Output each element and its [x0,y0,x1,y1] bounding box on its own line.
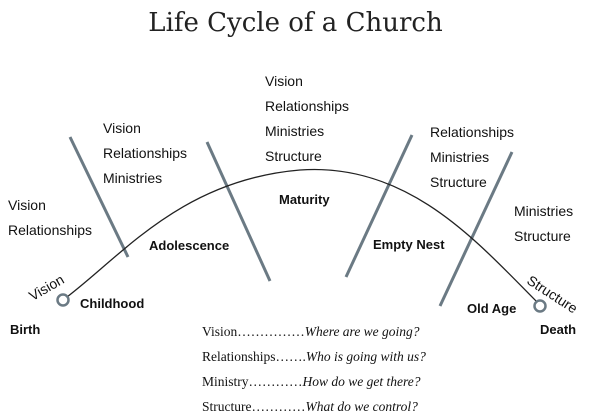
maturity-factor-list: Vision Relationships Ministries Structur… [265,69,349,169]
factor-item: Ministries [265,123,325,139]
legend-question: How do we get there? [302,374,421,389]
legend-row: Relationships…….Who is going with us? [202,349,462,365]
stage-label-childhood: Childhood [80,296,145,311]
factor-item: Ministries [430,149,490,165]
death-marker-icon [533,299,547,313]
legend-dots: ………… [251,399,306,414]
legend-term: Ministry [202,374,249,389]
stage-label-empty-nest: Empty Nest [373,237,445,252]
divider-line-4 [438,151,514,307]
life-cycle-curve [62,168,541,306]
legend-question: What do we control? [305,399,418,414]
factor-item: Relationships [430,124,515,140]
adolescence-factor-list: Vision Relationships Ministries [103,116,187,191]
factor-item: Ministries [103,170,163,186]
legend-row: Structure…………What do we control? [202,399,462,415]
legend-term: Structure [202,399,252,414]
legend-term: Vision [202,324,238,339]
factor-item: Vision [265,73,303,89]
factor-item: Ministries [514,203,574,219]
stage-label-old-age: Old Age [467,301,517,316]
stage-label-birth: Birth [10,322,41,337]
factor-item: Relationships [265,98,350,114]
factor-item: Vision [8,197,46,213]
stage-label-adolescence: Adolescence [149,238,230,253]
childhood-factor-list: Vision Relationships [8,193,92,243]
birth-marker-icon [56,293,70,307]
stage-label-death: Death [540,322,577,337]
factor-item: Relationships [103,145,188,161]
legend-question: Who is going with us? [305,349,426,364]
empty-nest-factor-list: Relationships Ministries Structure [430,120,514,195]
stage-label-maturity: Maturity [279,192,330,207]
divider-line-3 [344,134,414,278]
factor-item: Structure [265,148,322,164]
legend-row: Ministry…………How do we get there? [202,374,462,390]
divider-line-2 [205,141,272,282]
legend-dots: ………… [248,374,303,389]
page-title: Life Cycle of a Church [148,8,443,38]
factor-item: Vision [103,120,141,136]
legend-question: Where are we going? [304,324,420,339]
factor-item: Relationships [8,222,93,238]
factor-item: Structure [514,228,571,244]
factor-item: Structure [430,174,487,190]
legend-term: Relationships [202,349,276,364]
old-age-factor-list: Ministries Structure [514,199,573,249]
divider-line-1 [68,136,130,258]
legend-dots: …………… [237,324,305,339]
legend-row: Vision……………Where are we going? [202,324,462,340]
legend-dots: ……. [275,349,306,364]
